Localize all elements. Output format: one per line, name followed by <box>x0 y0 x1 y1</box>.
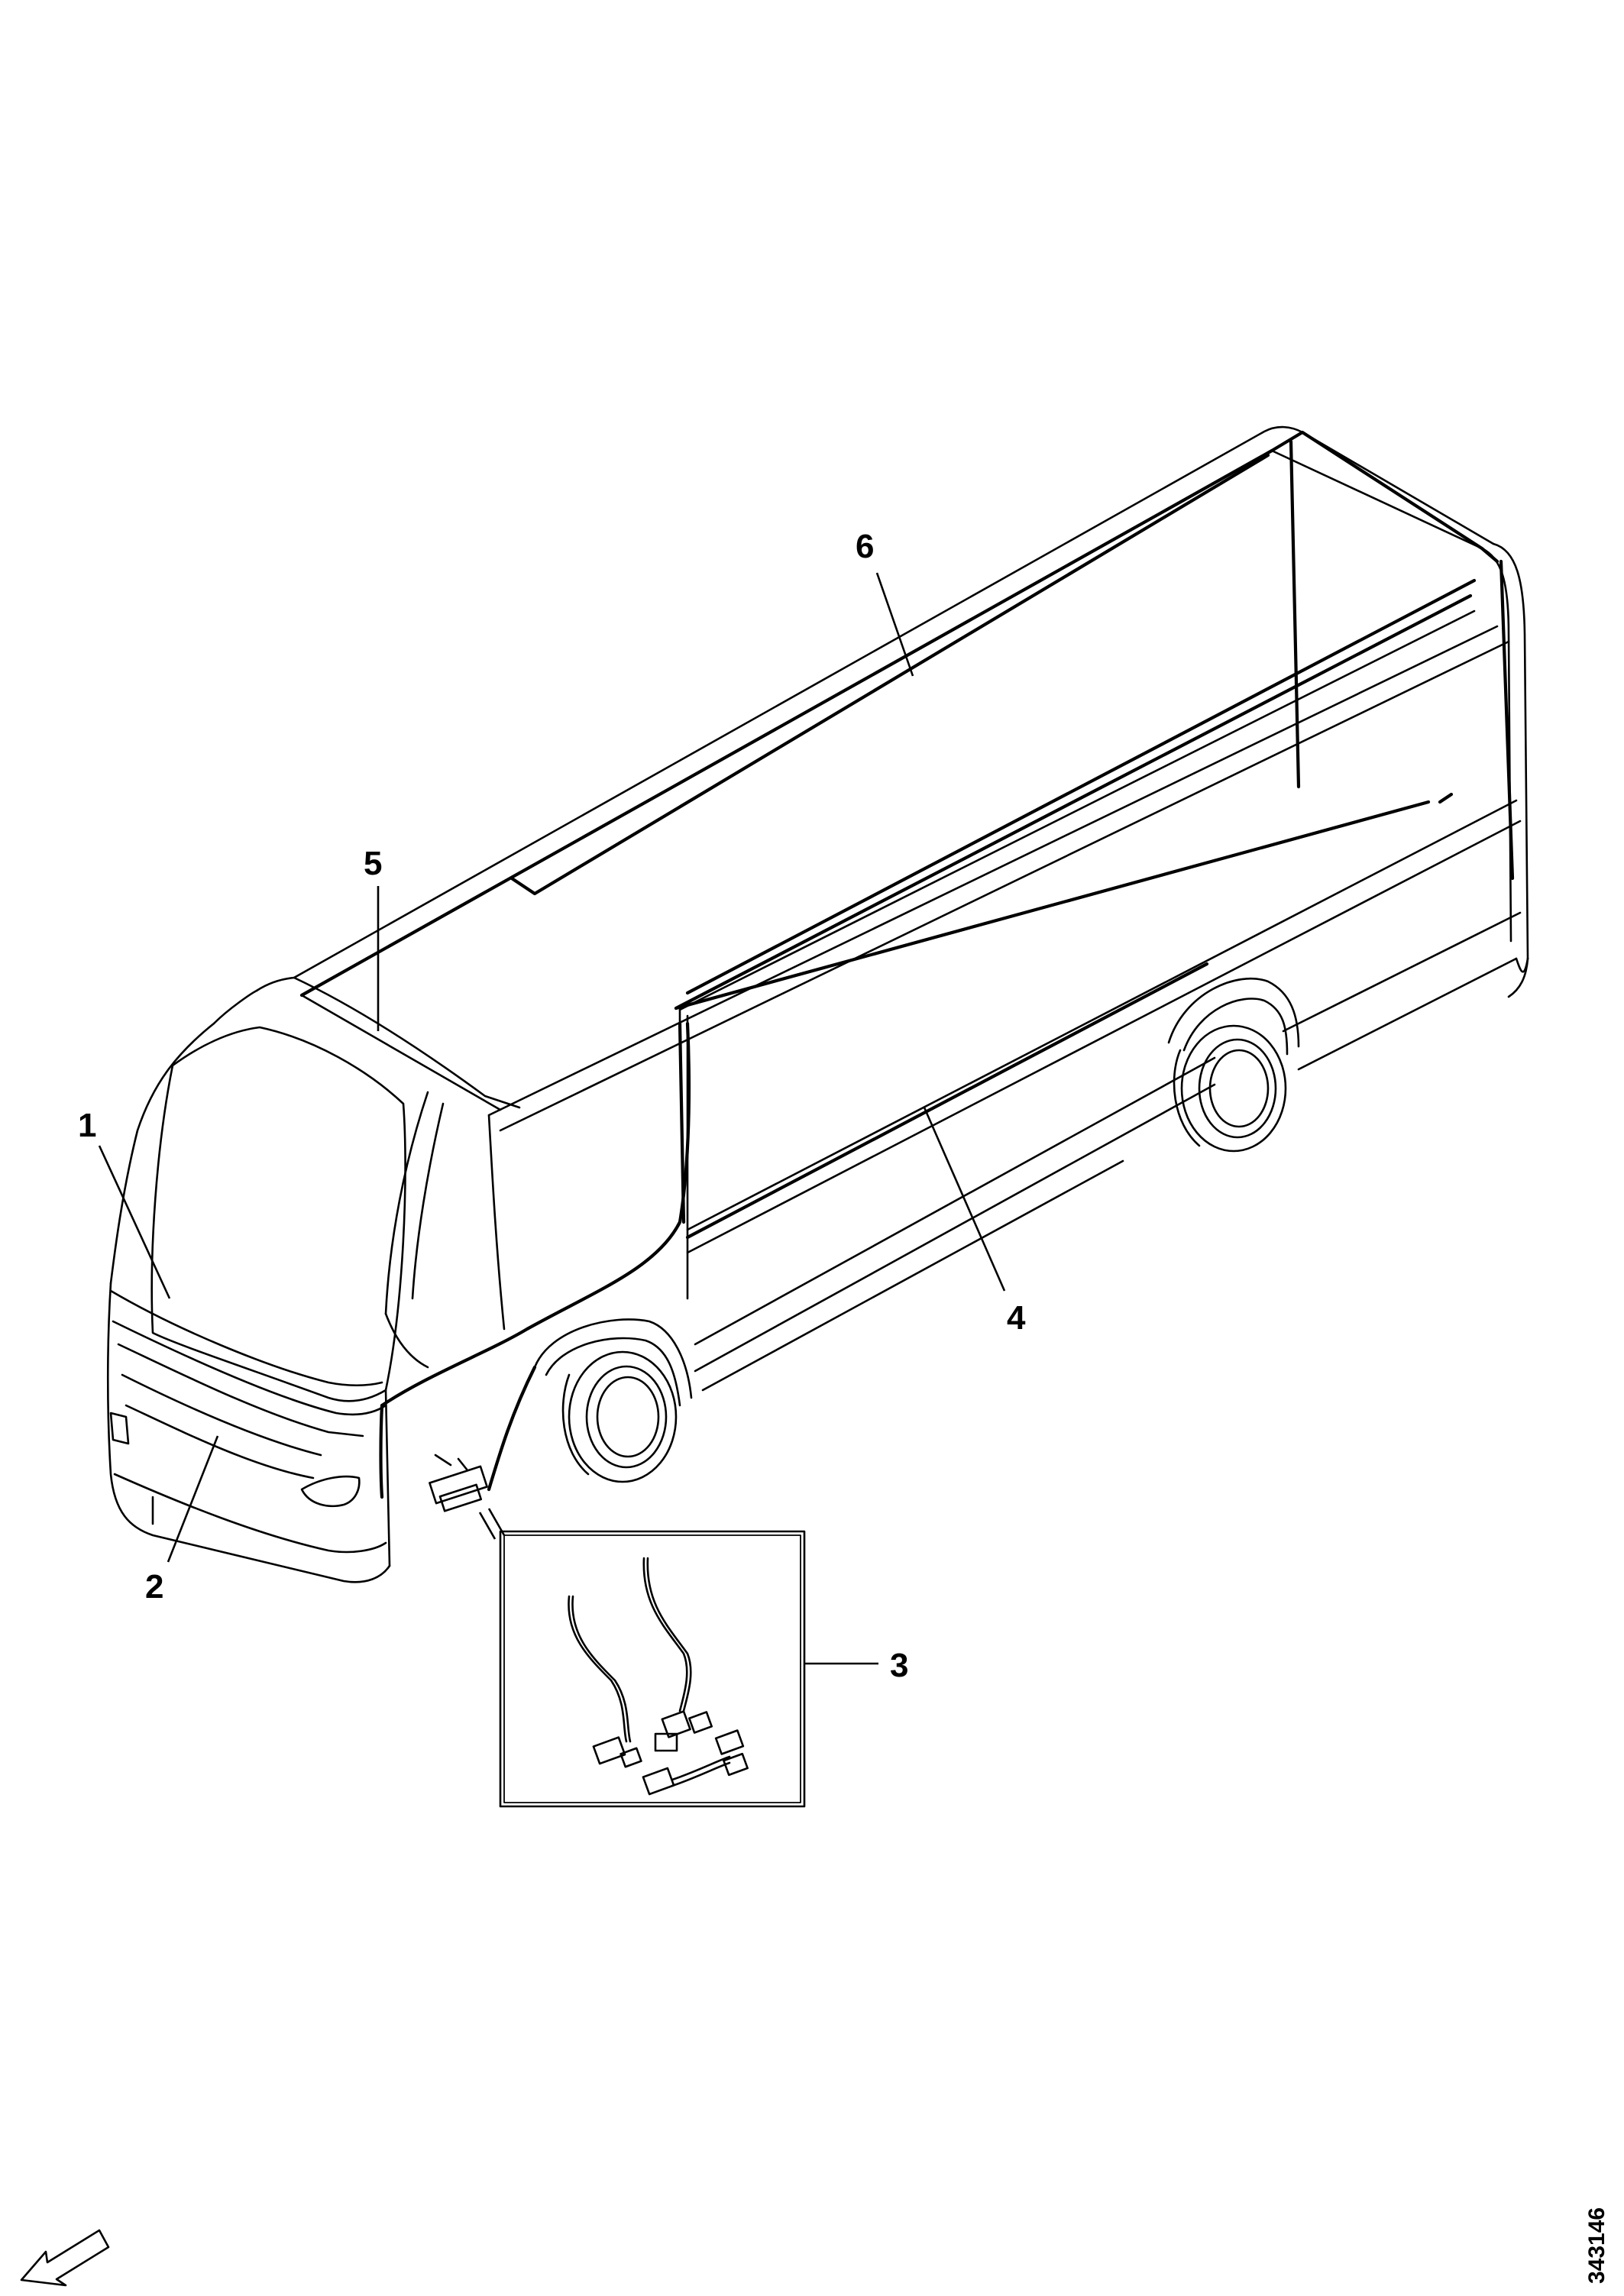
wiring-harness-routes <box>299 430 1515 1240</box>
front-direction-arrow-icon <box>20 2229 110 2287</box>
bus-body-outline <box>212 425 1529 1407</box>
callout-2: 2 <box>145 1568 163 1606</box>
detail-inset-box <box>478 1508 806 1808</box>
callout-5: 5 <box>364 845 382 882</box>
callout-labels: 1 2 3 4 5 6 <box>78 528 1026 1684</box>
callout-1: 1 <box>78 1107 96 1144</box>
bus-front <box>106 1021 691 1583</box>
front-connector-block <box>429 1365 537 1512</box>
rear-wheel <box>1173 1024 1287 1153</box>
callout-4: 4 <box>1007 1299 1026 1337</box>
figure-number: 343146 <box>1584 2207 1609 2284</box>
leader-lines <box>98 572 1006 1665</box>
callout-6: 6 <box>856 528 874 565</box>
front-wheel <box>561 1350 678 1483</box>
callout-3: 3 <box>890 1647 908 1684</box>
